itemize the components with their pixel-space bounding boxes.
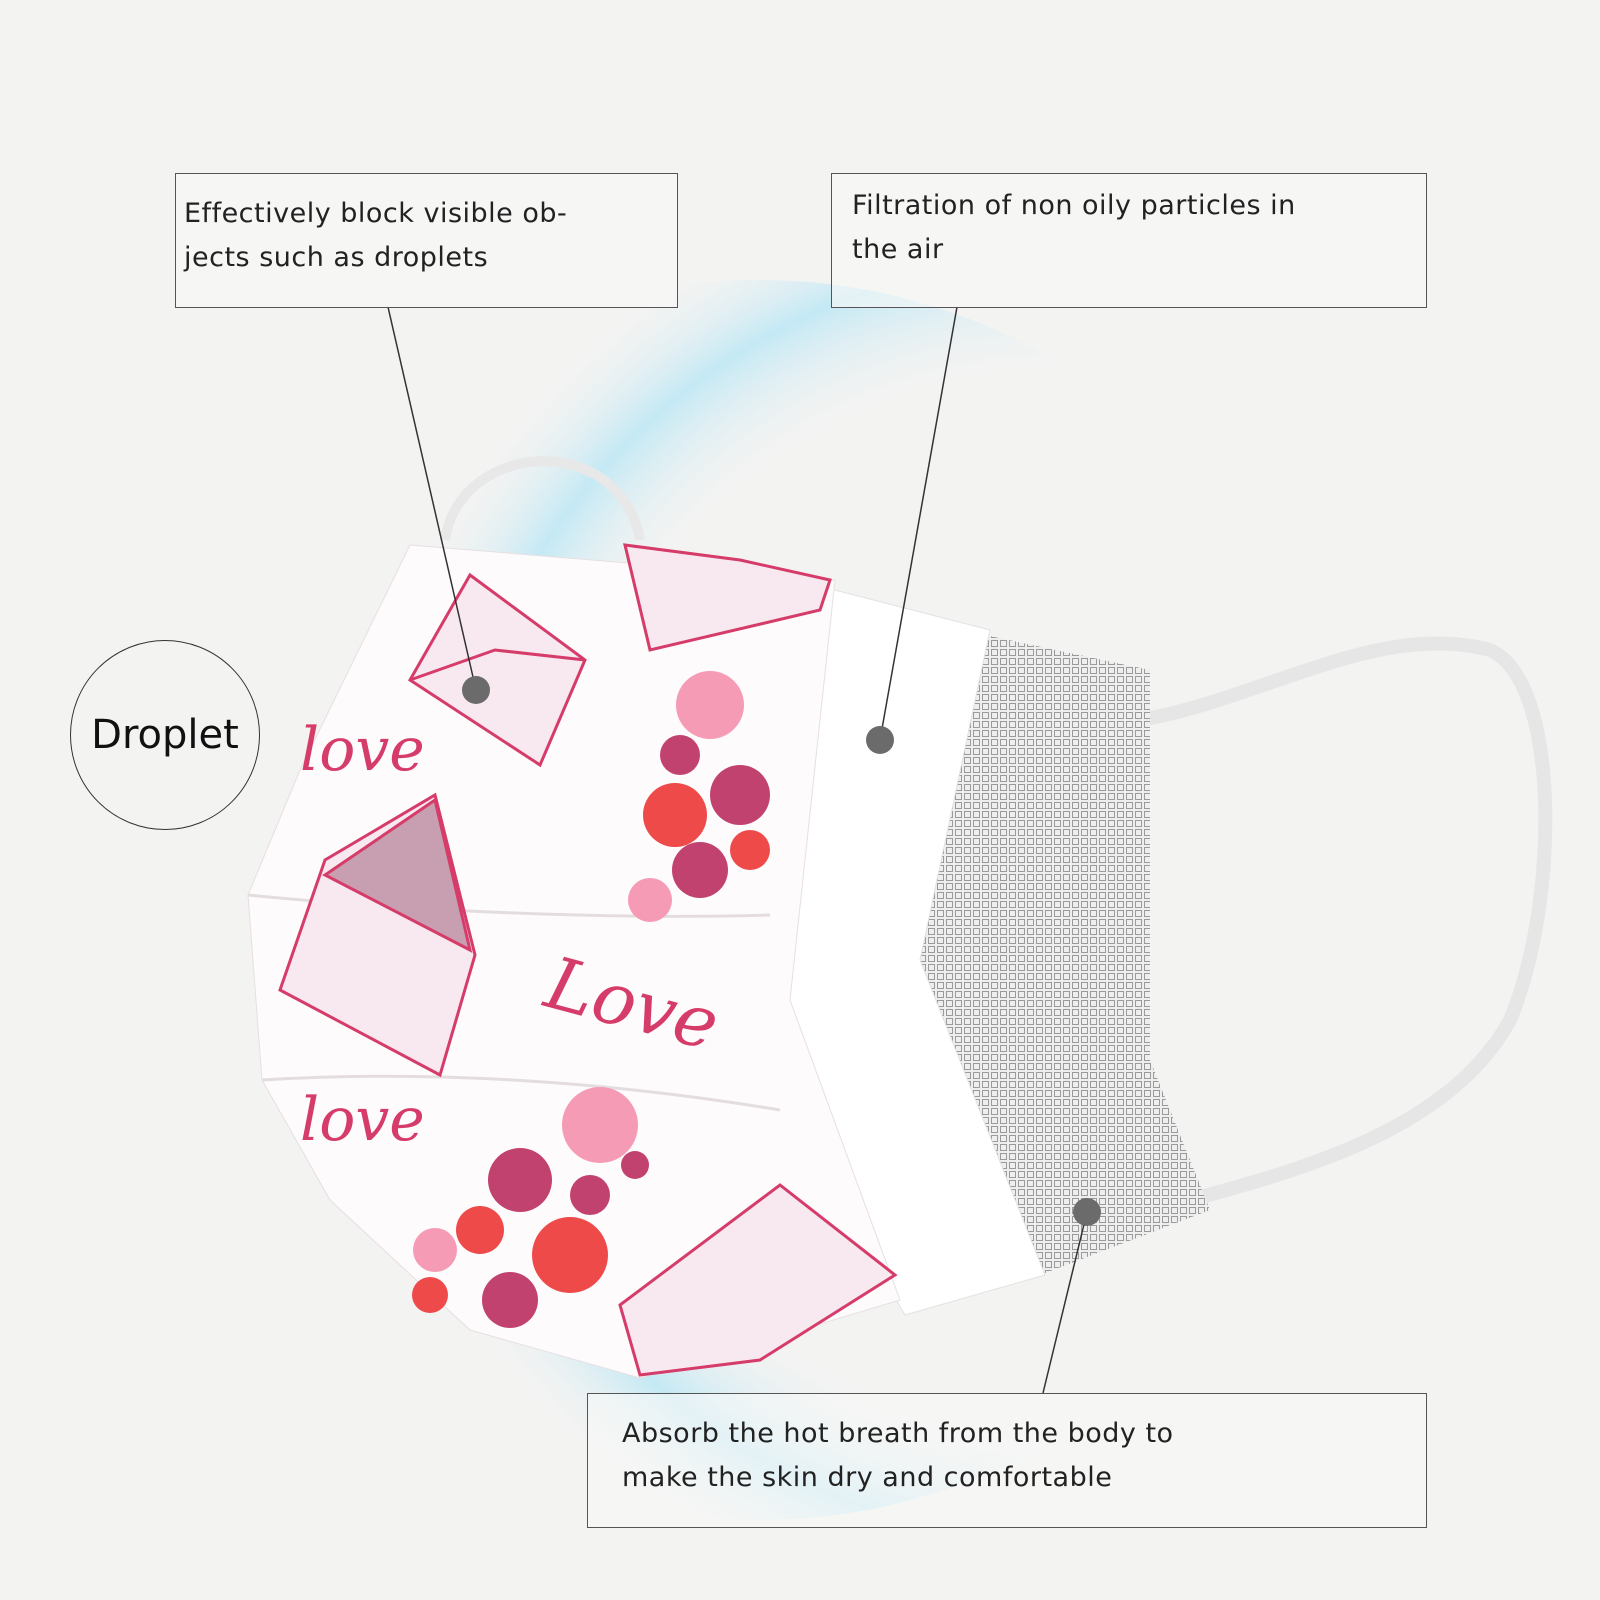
leader-lines: [387, 306, 1088, 1394]
pointer-dot: [866, 726, 894, 754]
ear-loop-top: [440, 456, 645, 541]
pattern-love-text: love: [300, 715, 425, 785]
pattern-love-text: love: [300, 1085, 425, 1155]
droplet-label: Droplet: [91, 712, 239, 758]
callout-text: make the skin dry and comfortable: [622, 1462, 1113, 1493]
pointer-dot: [462, 676, 490, 704]
droplet-label-circle: Droplet: [70, 640, 260, 830]
callout-text: Effectively block visible ob-: [184, 198, 568, 229]
callout-absorb-breath: Absorb the hot breath from the body to m…: [587, 1393, 1427, 1528]
mask-inner-mesh-layer: [920, 635, 1210, 1275]
mask-front-layer: [247, 544, 901, 1379]
callout-block-droplets: Effectively block visible ob- jects such…: [175, 173, 678, 308]
callout-text: jects such as droplets: [184, 242, 489, 273]
callout-text: Filtration of non oily particles in: [852, 190, 1296, 221]
callout-filtration: Filtration of non oily particles in the …: [831, 173, 1427, 308]
callout-text: the air: [852, 234, 944, 265]
envelope-illustration: [278, 543, 898, 1377]
callout-text: Absorb the hot breath from the body to: [622, 1418, 1174, 1449]
ear-loop-right: [1138, 636, 1553, 1207]
pointer-dot: [1073, 1198, 1101, 1226]
hearts-pattern: [412, 671, 770, 1328]
